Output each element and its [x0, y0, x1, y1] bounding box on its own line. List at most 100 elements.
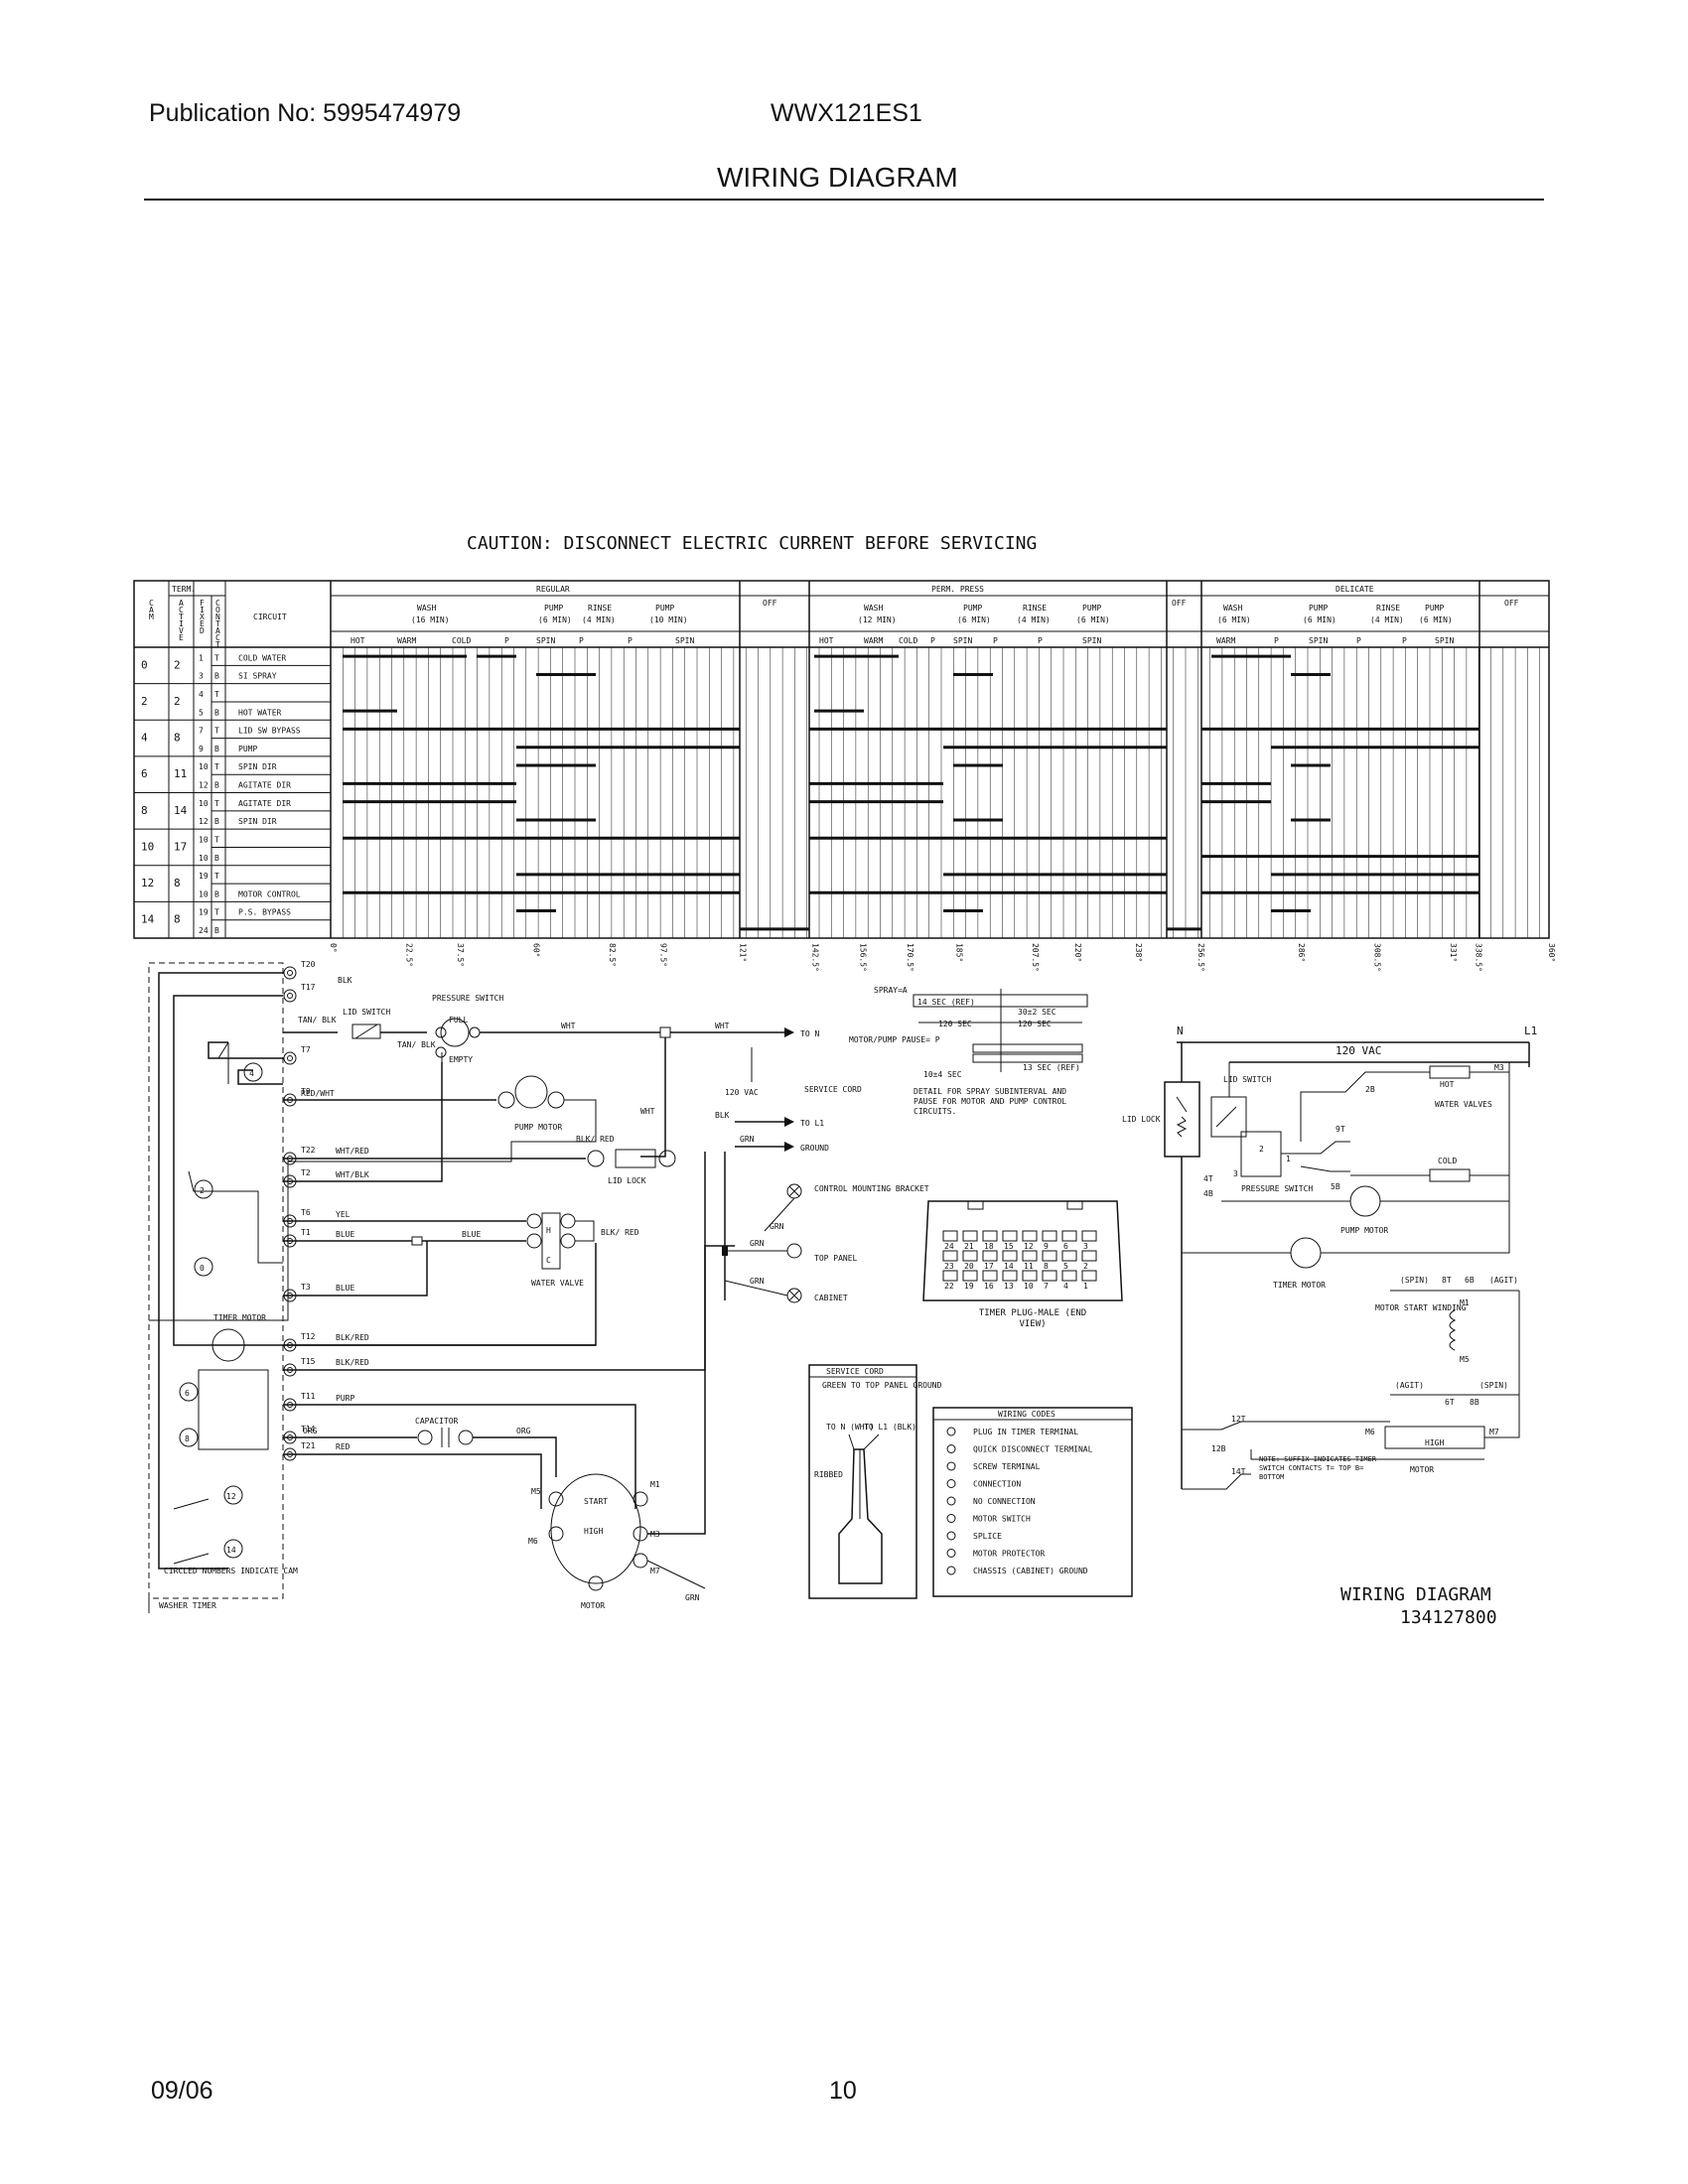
contact-4t: 4T — [1203, 1174, 1213, 1183]
step-label: P — [1038, 636, 1043, 645]
plug-pin — [982, 1230, 998, 1242]
vhead-contact-letter: N — [215, 613, 220, 621]
row-cam: 14 — [141, 913, 155, 926]
degree-mark: 97.5° — [658, 943, 667, 967]
degree-mark: 286° — [1297, 943, 1306, 962]
row-active: 17 — [174, 840, 187, 853]
t14-label: 14 SEC (REF) — [917, 998, 975, 1007]
circuit-header: CIRCUIT — [253, 613, 287, 621]
plug-pin-number: 12 — [1024, 1242, 1034, 1251]
wiring-code-item: QUICK DISCONNECT TERMINAL — [973, 1445, 1093, 1454]
plug-pin-number: 16 — [984, 1282, 994, 1291]
wiring-code-item: PLUG IN TIMER TERMINAL — [973, 1428, 1078, 1436]
ladder-hot: HOT — [1440, 1080, 1455, 1089]
phase-name: RINSE — [1376, 604, 1400, 613]
lid-lock-label: LID LOCK — [608, 1176, 646, 1185]
vhead-active-letter: V — [179, 626, 184, 635]
plug-pin — [1042, 1250, 1057, 1262]
service-cord-ribbed: RIBBED — [814, 1470, 843, 1479]
phase-name: RINSE — [588, 604, 612, 613]
plug-pin-number: 13 — [1004, 1282, 1014, 1291]
t10-label: 10±4 SEC — [923, 1070, 962, 1079]
phase-duration: (6 MIN) — [1076, 615, 1110, 624]
service-cord-box: SERVICE CORD GREEN TO TOP PANEL GROUND T… — [808, 1364, 942, 1599]
switch-num-3: 3 — [1233, 1169, 1238, 1178]
phase-duration: (4 MIN) — [1370, 615, 1404, 624]
code-symbol — [946, 1461, 956, 1471]
degree-mark: 22.5° — [405, 943, 414, 967]
row-circuit: AGITATE DIR — [238, 799, 291, 808]
blk-red-label-2: BLK/ RED — [576, 1135, 615, 1144]
publication-number: Publication No: 5995474979 — [149, 99, 462, 127]
ground-label: GROUND — [800, 1144, 829, 1153]
ladder-timer-motor: TIMER MOTOR — [1273, 1281, 1326, 1290]
phase-name: PUMP — [963, 604, 982, 613]
step-label: COLD — [452, 636, 471, 645]
plug-pin — [1002, 1270, 1018, 1282]
row-cam: 4 — [141, 732, 148, 745]
chart-grid — [330, 647, 1540, 938]
contact-14t: 14T — [1231, 1467, 1246, 1476]
row-cam: 8 — [141, 804, 148, 817]
vhead-fixed-letter: E — [200, 619, 205, 628]
ladder-lid-switch: LID SWITCH — [1223, 1075, 1271, 1084]
phase-duration: (4 MIN) — [1017, 615, 1051, 624]
vhead-active-letter: C — [179, 606, 184, 614]
blk-label-2: BLK — [715, 1111, 730, 1120]
term-header: TERM. — [172, 585, 196, 594]
to-n-label: TO N — [800, 1029, 819, 1038]
empty-label: EMPTY — [449, 1055, 473, 1064]
terminal-inner — [287, 993, 293, 999]
phase-duration: (16 MIN) — [411, 615, 450, 624]
ladder-water-valves: WATER VALVES — [1435, 1100, 1492, 1109]
phase-name: PUMP — [1082, 604, 1101, 613]
wiring-code-item: CHASSIS (CABINET) GROUND — [973, 1567, 1088, 1575]
blk-red-t15-label: BLK/RED — [336, 1358, 369, 1367]
cam-2: 2 — [200, 1186, 205, 1195]
terminal-label: T7 — [301, 1045, 311, 1054]
row-circuit: P.S. BYPASS — [238, 908, 291, 917]
cam-0: 0 — [200, 1264, 205, 1273]
row-circuit: AGITATE DIR — [238, 781, 291, 790]
plug-pin-number: 20 — [964, 1262, 974, 1271]
plug-pin-number: 7 — [1044, 1282, 1049, 1291]
terminal-label: T15 — [301, 1357, 316, 1366]
row-cam: 12 — [141, 877, 154, 889]
spray-detail: SPRAY=A MOTOR/PUMP PAUSE= P 14 SEC (REF)… — [849, 986, 1088, 1116]
row-fixed: 12 — [199, 781, 209, 790]
ladder-l1: L1 — [1524, 1024, 1537, 1037]
row-contact: T — [214, 727, 219, 736]
ladder-diagram: N L1 120 VAC M3 LID LOCK LID SWITCH 2 1 … — [1122, 1024, 1537, 1490]
header-rule — [144, 199, 1544, 201]
terminal-inner — [287, 970, 293, 976]
row-circuit: COLD WATER — [238, 653, 286, 662]
switch-num-2: 2 — [1259, 1145, 1264, 1154]
row-active: 2 — [174, 658, 181, 671]
cam-6: 6 — [185, 1389, 190, 1398]
plug-pin-number: 6 — [1063, 1242, 1068, 1251]
degree-mark: 308.5° — [1372, 943, 1381, 972]
valve-h: H — [546, 1226, 551, 1235]
service-cord-to-n: TO N (WHT) — [826, 1423, 874, 1432]
motor-label: MOTOR — [581, 1601, 605, 1610]
plug-pin — [1042, 1270, 1057, 1282]
degree-marks: 0°22.5°37.5°60°82.5°97.5°121°142.5°156.5… — [329, 943, 1556, 972]
degree-mark: 220° — [1073, 943, 1082, 962]
wiring-code-item: SCREW TERMINAL — [973, 1462, 1041, 1471]
contact-m5: M5 — [1460, 1355, 1470, 1364]
motor-term-m5: M5 — [531, 1487, 541, 1496]
grn-label-3: GRN — [770, 1222, 784, 1231]
plug-pin — [962, 1230, 978, 1242]
row-contact: B — [214, 708, 219, 717]
blk-red-t12-label: BLK/RED — [336, 1333, 369, 1342]
step-label: HOT — [351, 636, 365, 645]
row-fixed: 10 — [199, 854, 209, 863]
step-label: SPIN — [1082, 636, 1101, 645]
terminal-label: T3 — [301, 1283, 311, 1292]
plug-pin — [1002, 1250, 1018, 1262]
terminal-label: T1 — [301, 1228, 311, 1237]
timer-motor-label: TIMER MOTOR — [213, 1313, 266, 1322]
plug-pin-number: 17 — [984, 1262, 994, 1271]
degree-mark: 121° — [738, 943, 747, 962]
